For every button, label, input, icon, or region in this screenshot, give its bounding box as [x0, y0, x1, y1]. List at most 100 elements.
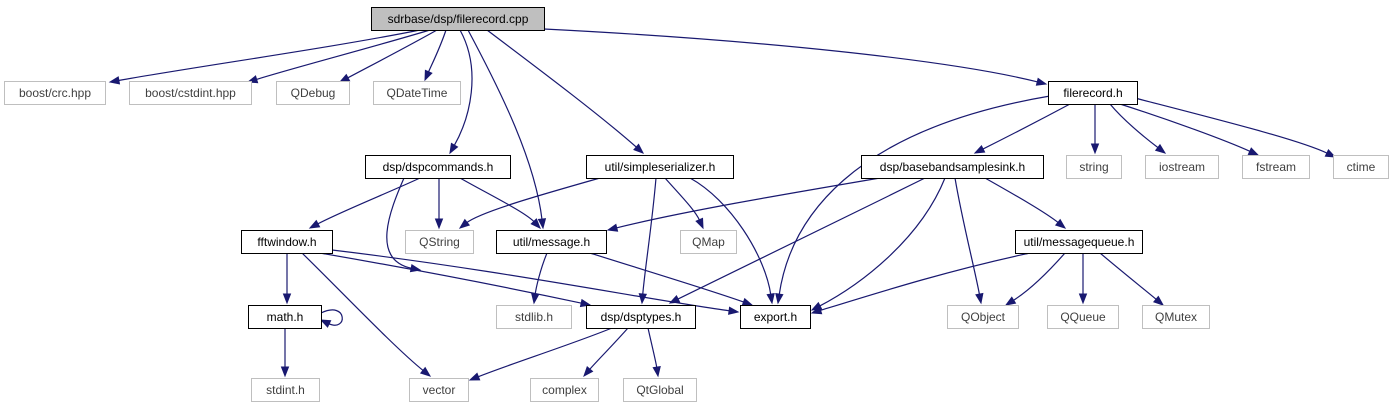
node-box [373, 81, 461, 105]
edge-line [427, 29, 447, 73]
edge-fftwindow-to-vector [301, 252, 432, 377]
node-message[interactable]: util/message.h [496, 230, 607, 254]
edge-arrowhead [530, 218, 541, 230]
edge-message-to-stdlib [531, 252, 548, 305]
node-label: util/messagequeue.h [1024, 235, 1135, 249]
node-box [405, 230, 474, 254]
node-label: QDateTime [387, 86, 448, 100]
node-cstdint: boost/cstdint.hpp [129, 81, 252, 105]
edge-filerecord-to-iostream [1109, 103, 1167, 154]
edge-basebandsamplesink-to-messagequeue [984, 177, 1067, 229]
edge-root-to-message [467, 29, 547, 230]
edge-line [954, 177, 981, 296]
edge-arrowhead [468, 372, 481, 381]
node-box [129, 81, 252, 105]
edge-line [316, 177, 421, 225]
node-box [248, 305, 322, 329]
edge-dsptypes-to-vector [468, 327, 613, 381]
node-qqueue: QQueue [1047, 305, 1119, 329]
edge-line [647, 327, 658, 369]
edge-line [984, 177, 1060, 224]
edge-line [689, 177, 772, 296]
node-box [1066, 155, 1122, 179]
node-label: QMap [692, 235, 725, 249]
node-label: sdrbase/dsp/filerecord.cpp [388, 12, 529, 26]
edge-arrowhead [1004, 296, 1017, 306]
edge-arrowhead [1054, 218, 1067, 229]
edge-basebandsamplesink-to-export [810, 177, 946, 311]
node-label: export.h [754, 310, 797, 324]
node-fftwindow[interactable]: fftwindow.h [241, 230, 333, 254]
edge-line [615, 177, 881, 229]
edge-arrowhead [606, 223, 619, 232]
node-label: util/simpleserializer.h [605, 160, 716, 174]
node-crc: boost/crc.hpp [4, 81, 106, 105]
edge-arrowhead [1090, 143, 1100, 155]
node-dspcommands[interactable]: dsp/dspcommands.h [365, 155, 511, 179]
node-box [371, 7, 545, 31]
edge-arrowhead [434, 218, 444, 230]
edge-messagequeue-to-qmutex [1099, 252, 1165, 306]
edge-line [1099, 252, 1158, 301]
edge-line [589, 252, 745, 303]
node-basebandsamplesink[interactable]: dsp/basebandsamplesink.h [861, 155, 1044, 179]
node-label: QQueue [1060, 310, 1106, 324]
node-label: vector [423, 383, 456, 397]
edge-arrowhead [308, 219, 321, 229]
node-box [241, 230, 333, 254]
node-simpleserializer[interactable]: util/simpleserializer.h [586, 155, 734, 179]
node-box [1145, 155, 1219, 179]
edge-arrowhead [282, 293, 292, 305]
edge-arrowhead [419, 366, 432, 377]
node-filerecord[interactable]: filerecord.h [1048, 81, 1138, 105]
node-dsptypes[interactable]: dsp/dsptypes.h [586, 305, 696, 329]
node-box [1015, 230, 1143, 254]
node-export[interactable]: export.h [740, 305, 811, 329]
node-box [680, 230, 737, 254]
edge-line [346, 29, 438, 79]
node-label: util/message.h [513, 235, 590, 249]
edge-root-to-dspcommands [449, 29, 473, 155]
node-box [1142, 305, 1210, 329]
edge-line [778, 95, 1051, 296]
node-label: fftwindow.h [257, 235, 316, 249]
node-vector: vector [409, 378, 469, 402]
node-stdlib: stdlib.h [496, 305, 572, 329]
edge-filerecord-to-export [775, 95, 1051, 305]
node-math[interactable]: math.h [248, 305, 322, 329]
node-label: QMutex [1155, 310, 1197, 324]
edge-line [1119, 103, 1251, 153]
edge-message-to-export [589, 252, 754, 306]
edge-arrowhead [338, 73, 351, 83]
node-box [947, 305, 1019, 329]
edge-arrowhead [652, 365, 661, 378]
node-label: QObject [961, 310, 1006, 324]
edge-arrowhead [280, 366, 290, 378]
node-root[interactable]: sdrbase/dsp/filerecord.cpp [371, 7, 545, 31]
edge-arrowhead [108, 76, 121, 85]
edge-arrowhead [1078, 293, 1088, 305]
edge-dsptypes-to-qtglobal [647, 327, 661, 378]
node-label: stdint.h [266, 383, 305, 397]
node-fstream: fstream [1242, 155, 1310, 179]
node-box [409, 378, 469, 402]
node-label: QString [419, 235, 460, 249]
edge-arrowhead [537, 218, 547, 230]
edge-line [819, 252, 1031, 312]
edge-root-to-crc [108, 29, 421, 85]
node-box [1048, 81, 1138, 105]
edge-line [117, 29, 421, 82]
node-box [276, 81, 350, 105]
edge-simpleserializer-to-qstring [458, 177, 601, 229]
node-label: QtGlobal [636, 383, 683, 397]
edge-line [1012, 252, 1066, 302]
edge-simpleserializer-to-qmap [664, 177, 704, 230]
node-qdatetime: QDateTime [373, 81, 461, 105]
edge-root-to-cstdint [246, 29, 431, 84]
edge-line [981, 103, 1071, 150]
edge-line [588, 327, 629, 371]
node-label: QDebug [291, 86, 336, 100]
edge-line [676, 177, 926, 300]
node-messagequeue[interactable]: util/messagequeue.h [1015, 230, 1143, 254]
edge-simpleserializer-to-dsptypes [638, 177, 657, 305]
